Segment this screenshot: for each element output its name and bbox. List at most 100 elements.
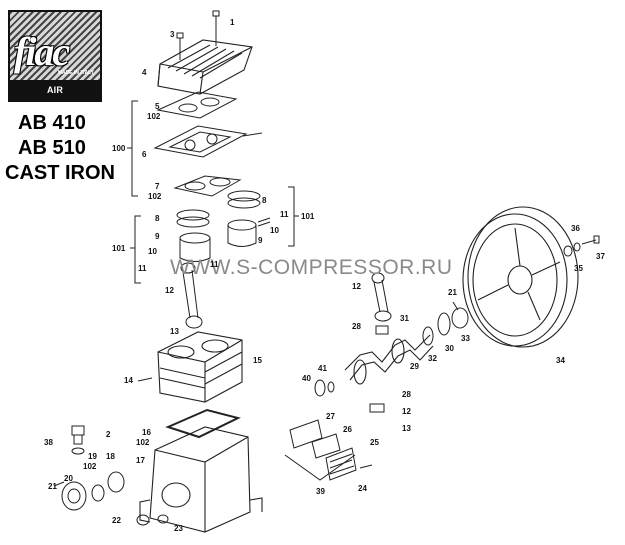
seal-33 <box>451 307 469 329</box>
part-label: 37 <box>596 252 605 261</box>
part-label: 12 <box>165 286 174 295</box>
part-label: 12 <box>402 407 411 416</box>
part-label: 101 <box>112 244 126 253</box>
part-label: 26 <box>343 425 352 434</box>
piston-rings <box>176 190 261 228</box>
crankcase <box>139 426 263 533</box>
cylinder-block <box>157 331 243 403</box>
part-label: 8 <box>155 214 160 223</box>
logo-tagline: AIR COMPRESSORS <box>10 80 100 115</box>
model-cast-iron: CAST IRON <box>5 162 115 184</box>
part-label: 29 <box>410 362 419 371</box>
part-label: 14 <box>124 376 133 385</box>
part-label: 30 <box>445 344 454 353</box>
part-label: 16 <box>142 428 151 437</box>
bracket-100 <box>127 100 138 197</box>
part-label: 32 <box>428 354 437 363</box>
part-label: 1 <box>230 18 235 27</box>
bracket-101-right <box>288 186 299 247</box>
cap-28-bottom <box>369 403 385 413</box>
cylinder-gasket <box>173 175 242 197</box>
part-label: 2 <box>106 430 111 439</box>
part-label: 100 <box>112 144 126 153</box>
part-label: 15 <box>253 356 262 365</box>
part-label: 24 <box>358 484 367 493</box>
part-label: 19 <box>88 452 97 461</box>
part-label: 34 <box>556 356 565 365</box>
model-ab410: AB 410 <box>18 112 86 134</box>
valve-parts <box>289 419 373 481</box>
fiac-logo: fiac MADE IN ITALY AIR COMPRESSORS <box>8 10 102 115</box>
part-label: 102 <box>147 112 161 121</box>
part-label: 39 <box>316 487 325 496</box>
part-label: 9 <box>155 232 160 241</box>
crankcase-gasket <box>165 408 241 439</box>
part-label: 22 <box>112 516 121 525</box>
part-label: 3 <box>170 30 175 39</box>
part-label: 6 <box>142 150 147 159</box>
part-label: 25 <box>370 438 379 447</box>
head-gasket <box>156 91 238 119</box>
bracket-39 <box>284 454 356 481</box>
part-label: 36 <box>571 224 580 233</box>
part-label: 13 <box>402 424 411 433</box>
part-label: 11 <box>138 264 147 273</box>
part-label: 4 <box>142 68 147 77</box>
part-label: 31 <box>400 314 409 323</box>
bracket-101-left <box>130 215 141 284</box>
part-label: 20 <box>64 474 73 483</box>
part-label: 17 <box>136 456 145 465</box>
part-label: 21 <box>448 288 457 297</box>
connecting-rod-right <box>371 272 392 322</box>
oring-18 <box>107 471 125 493</box>
screw-14 <box>137 377 153 382</box>
part-label: 5 <box>155 102 160 111</box>
part-label: 12 <box>352 282 361 291</box>
part-label: 18 <box>106 452 115 461</box>
seal-32 <box>422 326 434 346</box>
cap-28-top <box>375 325 389 335</box>
pistons <box>179 217 271 262</box>
part-label: 11 <box>280 210 289 219</box>
flywheel <box>462 206 579 348</box>
seal-30 <box>437 312 451 336</box>
connecting-rod-left <box>180 262 203 329</box>
part-label: 10 <box>270 226 279 235</box>
logo-made-in: MADE IN ITALY <box>57 70 94 76</box>
logo-pattern <box>10 12 100 82</box>
part-label: 102 <box>148 192 162 201</box>
part-label: 10 <box>148 247 157 256</box>
bearing-40 <box>314 379 326 397</box>
part-label: 23 <box>174 524 183 533</box>
part-label: 21 <box>48 482 57 491</box>
cylinder-head <box>157 39 253 95</box>
part-label: 28 <box>352 322 361 331</box>
part-label: 33 <box>461 334 470 343</box>
part-label: 35 <box>574 264 583 273</box>
crankshaft <box>344 334 434 385</box>
watermark: WWW.S-COMPRESSOR.RU <box>170 256 453 279</box>
oring-19 <box>91 484 105 502</box>
part-label: 102 <box>136 438 150 447</box>
logo-wordmark: fiac <box>14 29 70 74</box>
part-label: 7 <box>155 182 160 191</box>
flywheel-bolt <box>563 235 600 257</box>
model-ab510: AB 510 <box>18 137 86 159</box>
bearing-41 <box>327 381 335 393</box>
part-label: 41 <box>318 364 327 373</box>
part-label: 11 <box>210 260 219 269</box>
part-label: 13 <box>170 327 179 336</box>
head-bolts <box>176 10 220 60</box>
part-label: 102 <box>83 462 97 471</box>
part-label: 27 <box>326 412 335 421</box>
sight-glass-20 <box>61 481 87 511</box>
part-label: 101 <box>301 212 315 221</box>
drain-plugs <box>53 481 169 526</box>
part-label: 8 <box>262 196 267 205</box>
part-label: 40 <box>302 374 311 383</box>
part-label: 38 <box>44 438 53 447</box>
oil-cap-38 <box>71 425 85 455</box>
valve-plate <box>153 125 263 158</box>
